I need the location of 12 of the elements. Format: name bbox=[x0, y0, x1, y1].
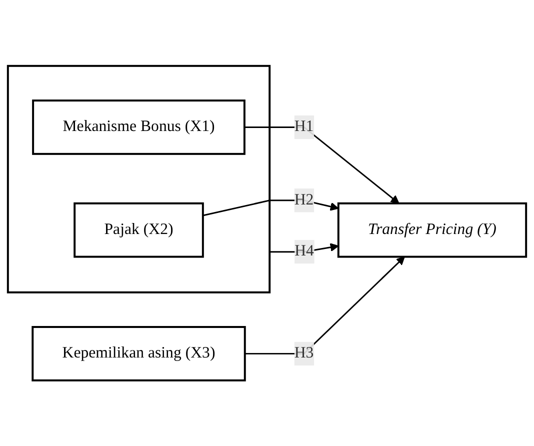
edge-label: H2 bbox=[294, 191, 314, 208]
edge-label: H1 bbox=[294, 118, 314, 135]
arrow bbox=[202, 200, 339, 216]
node-box: Kepemilikan asing (X3) bbox=[32, 326, 246, 382]
cluster bbox=[6, 64, 271, 294]
edge-label: H3 bbox=[294, 344, 314, 362]
arrow bbox=[244, 126, 400, 204]
node-box: Mekanisme Bonus (X1) bbox=[32, 99, 246, 155]
node-box: Transfer Pricing (Y) bbox=[337, 202, 528, 258]
arrow bbox=[244, 256, 405, 354]
edge-label: H4 bbox=[294, 242, 314, 260]
node-box: Pajak (X2) bbox=[74, 202, 204, 258]
